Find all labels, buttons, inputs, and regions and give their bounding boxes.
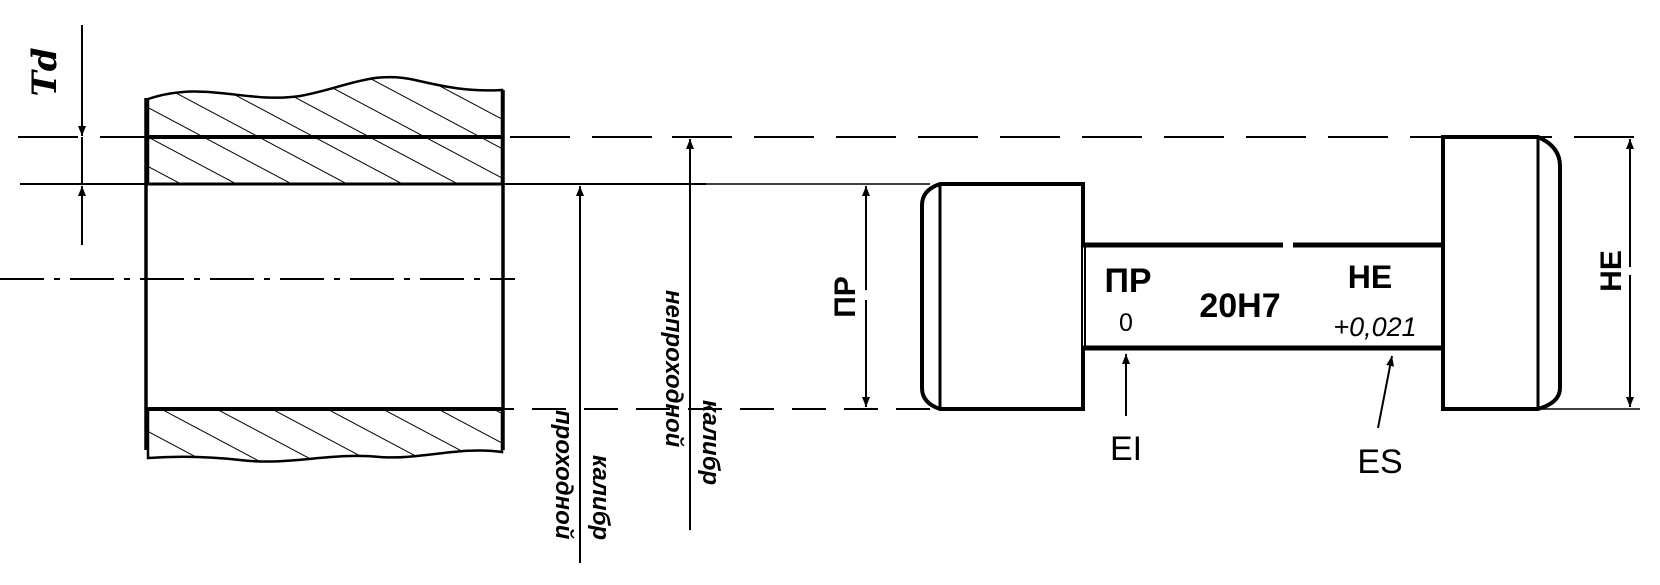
nogo-end [1441,135,1562,411]
nogo-end-body [1441,135,1562,411]
go-gauge-caption-line1: проходной [550,410,577,540]
part-section [144,75,505,463]
gauge-handle [1083,242,1443,351]
es-label: ES [1357,443,1402,481]
es-leader-arrow [1377,355,1395,429]
plug-gauge [920,135,1562,411]
gauge-designation: 20H7 [1199,287,1280,325]
ei-label: EI [1110,430,1142,468]
nogo-gauge-caption-line2: калибр [697,400,724,485]
lower-wall-hatch [146,407,504,463]
go-end [920,182,1085,411]
deviation-leaders: EI ES [1110,354,1403,481]
go-deviation-value: 0 [1119,309,1133,337]
go-gauge-caption-line2: калибр [587,455,614,540]
nogo-gauge-caption-line1: непроходной [660,290,687,448]
handle-markings: ПР 0 20H7 НЕ +0,021 [1104,259,1416,342]
nogo-gauge-caption: непроходной калибр [660,290,724,485]
go-end-dimension: ПР [829,186,870,407]
go-side-label: ПР [829,276,862,318]
go-marking: ПР [1104,262,1151,300]
nogo-deviation-value: +0,021 [1333,312,1416,342]
nogo-side-label: НЕ [1595,250,1628,292]
go-end-body [920,182,1085,411]
upper-wall-hatch [146,75,504,139]
td-label: Td [25,47,65,96]
go-gauge-caption: проходной калибр [550,410,614,540]
tolerance-band-hatch [146,135,504,186]
td-dimension: Td [25,25,86,245]
nogo-marking: НЕ [1348,259,1392,295]
nogo-end-dimension: НЕ [1595,139,1634,407]
gauge-dimension-arrows [576,139,694,563]
